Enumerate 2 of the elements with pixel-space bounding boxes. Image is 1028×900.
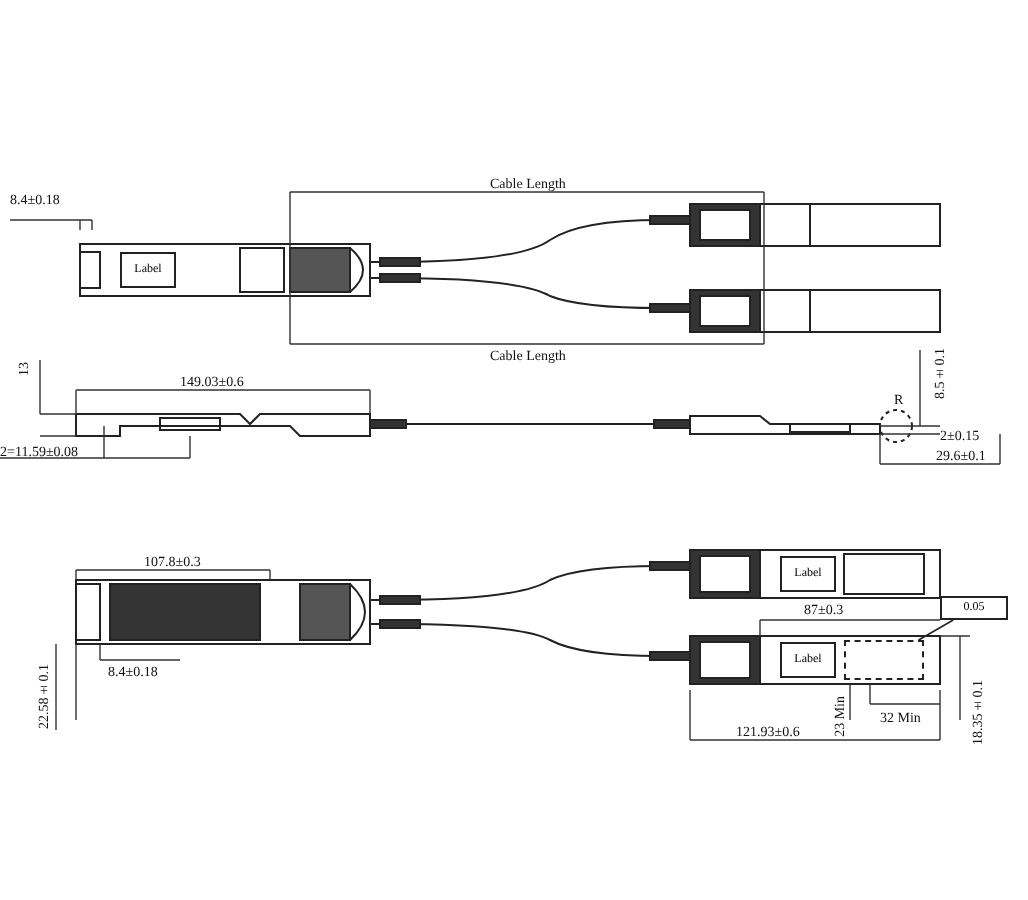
module-surface xyxy=(844,640,924,680)
leader-line xyxy=(917,619,955,641)
